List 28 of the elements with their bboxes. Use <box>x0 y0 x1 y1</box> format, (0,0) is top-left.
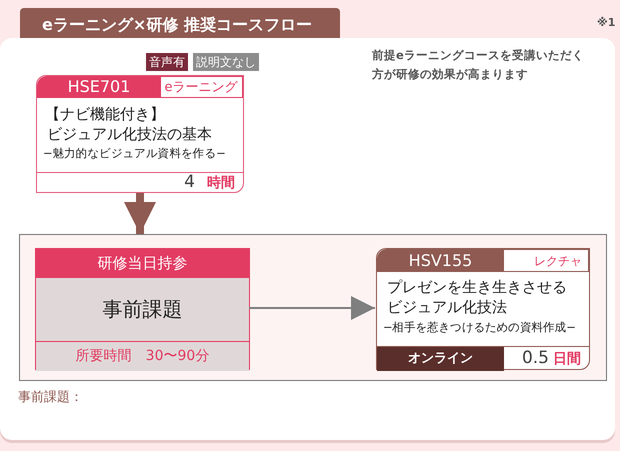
box-footer: 所要時間 30〜90分 <box>36 341 249 371</box>
group-box <box>19 234 607 381</box>
course-type-label: レクチャ <box>502 249 589 272</box>
footnote-mark: ※1 <box>597 16 616 29</box>
card-header: HSE701 <box>37 76 161 98</box>
duration-number: 4 <box>184 172 195 192</box>
course-card <box>376 248 590 370</box>
duration-unit: 日間 <box>553 350 581 368</box>
assignment-box <box>35 248 250 370</box>
box-header: 研修当日持参 <box>36 249 249 278</box>
note-text: 前提eラーニングコースを受講いただく方が研修の効果が高まります <box>372 47 584 83</box>
tag-label: 説明文なし <box>193 53 259 71</box>
course-title: ビジュアル化技法 <box>387 297 507 317</box>
card-header: HSV155 <box>377 249 504 272</box>
course-title: プレゼンを生き生きさせる <box>387 277 567 297</box>
note-label: 事前課題： <box>18 389 83 406</box>
delivery-label: オンライン <box>377 347 504 371</box>
arrow <box>124 193 156 234</box>
arrow <box>249 296 375 320</box>
duration-number: 0.5 <box>522 348 549 368</box>
course-type-label: eラーニング <box>159 76 243 98</box>
course-title: 【ナビ機能付き】 <box>45 104 165 124</box>
course-subtitle: −相手を惹きつけるための資料作成− <box>383 320 576 335</box>
tag-label: 音声有 <box>146 53 188 71</box>
duration-unit: 時間 <box>207 174 235 192</box>
course-title: ビジュアル化技法の基本 <box>47 124 212 144</box>
course-subtitle: −魅力的なビジュアル資料を作る− <box>43 146 226 161</box>
box-body: 事前課題 <box>36 278 249 341</box>
